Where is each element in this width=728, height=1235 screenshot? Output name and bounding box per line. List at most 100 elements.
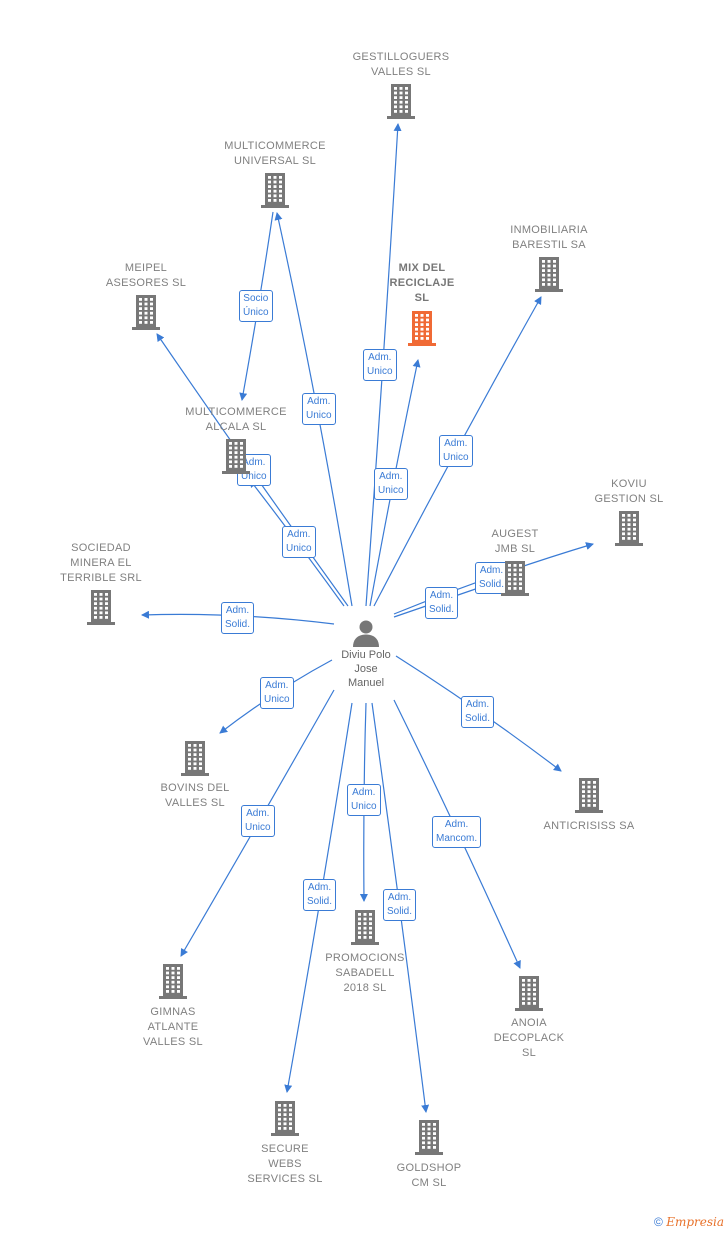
- person-icon: [353, 620, 379, 647]
- edge-label-inmobiliaria-barestil[interactable]: Adm. Unico: [439, 435, 473, 467]
- company-name: ANTICRISISS SA: [524, 819, 654, 834]
- edge-label-augest-jmb[interactable]: Adm. Solid.: [425, 587, 459, 619]
- company-node-multicommerce-universal[interactable]: MULTICOMMERCE UNIVERSAL SL: [200, 139, 350, 209]
- building-icon: [535, 257, 563, 292]
- company-name-line: RECICLAJE: [389, 277, 455, 289]
- edge-label-secure-webs[interactable]: Adm. Solid.: [303, 879, 337, 911]
- company-name-line: KOVIU: [611, 478, 647, 490]
- company-node-anoia-decoplack[interactable]: ANOIA DECOPLACK SL: [454, 974, 604, 1061]
- company-name-line: ATLANTE: [147, 1021, 199, 1033]
- company-name: BOVINS DEL VALLES SL: [130, 781, 260, 811]
- company-name-line: UNIVERSAL SL: [233, 155, 317, 167]
- person-name-line: Diviu Polo: [341, 649, 391, 661]
- company-name-line: DECOPLACK: [493, 1032, 565, 1044]
- building-icon: [132, 295, 160, 330]
- building-icon: [351, 910, 379, 945]
- building-icon: [87, 590, 115, 625]
- edge-label-gimnas-atlante[interactable]: Adm. Unico: [241, 805, 275, 837]
- company-name-line: JMB SL: [494, 543, 536, 555]
- company-node-goldshop[interactable]: GOLDSHOP CM SL: [354, 1118, 504, 1191]
- building-icon: [181, 741, 209, 776]
- company-name-line: ALCALA SL: [205, 421, 267, 433]
- edge-label-anticrisiss[interactable]: Adm. Solid.: [461, 696, 495, 728]
- building-icon: [222, 439, 250, 474]
- company-name: GOLDSHOP CM SL: [364, 1161, 494, 1191]
- company-name-line: TERRIBLE SRL: [60, 572, 142, 584]
- edge-label-promocions-sabadell[interactable]: Adm. Unico: [347, 784, 381, 816]
- company-name: MIX DEL RECICLAJE SL: [357, 261, 487, 306]
- building-icon: [575, 778, 603, 813]
- edge-label-mix-del-reciclaje[interactable]: Adm. Unico: [374, 468, 408, 500]
- edge-label-goldshop[interactable]: Adm. Solid.: [383, 889, 417, 921]
- company-name-line: BARESTIL SA: [512, 239, 586, 251]
- company-name-line: GOLDSHOP: [396, 1162, 462, 1174]
- company-name: AUGEST JMB SL: [450, 527, 580, 557]
- company-name-line: MINERA EL: [70, 557, 132, 569]
- company-node-augest-jmb[interactable]: AUGEST JMB SL: [440, 527, 590, 597]
- company-name: SECURE WEBS SERVICES SL: [220, 1142, 350, 1187]
- edge-label-bovins-del-valles[interactable]: Adm. Unico: [260, 677, 294, 709]
- edge-label-multicommerce-universal[interactable]: Adm. Unico: [302, 393, 336, 425]
- company-name-line: SERVICES SL: [247, 1173, 323, 1185]
- company-name: ANOIA DECOPLACK SL: [464, 1016, 594, 1061]
- company-name-line: SL: [521, 1047, 537, 1059]
- building-icon: [271, 1101, 299, 1136]
- person-name-line: Manuel: [347, 677, 385, 689]
- company-name-line: ANTICRISISS SA: [543, 820, 635, 832]
- company-name-line: SABADELL: [335, 967, 395, 979]
- company-name-line: PROMOCIONS: [325, 952, 405, 964]
- edge-label-anoia-decoplack[interactable]: Adm. Mancom.: [432, 816, 482, 848]
- company-name-line: CM SL: [411, 1177, 447, 1189]
- company-name-line: 2018 SL: [343, 982, 387, 994]
- building-icon: [387, 84, 415, 119]
- company-node-promocions-sabadell[interactable]: PROMOCIONS SABADELL 2018 SL: [290, 908, 440, 996]
- company-name-line: MULTICOMMERCE: [185, 406, 287, 418]
- company-node-secure-webs[interactable]: SECURE WEBS SERVICES SL: [210, 1099, 360, 1187]
- company-name-line: SOCIEDAD: [71, 542, 131, 554]
- company-name-line: MIX DEL: [398, 262, 446, 274]
- company-name-line: ASESORES SL: [105, 277, 187, 289]
- company-name: MULTICOMMERCE ALCALA SL: [171, 405, 301, 435]
- company-name: MEIPEL ASESORES SL: [81, 261, 211, 291]
- footer-credit: © Empresia: [654, 1215, 724, 1229]
- edge-label-multicommerce-alcala[interactable]: Adm. Unico: [282, 526, 316, 558]
- company-name-line: INMOBILIARIA: [510, 224, 588, 236]
- company-node-multicommerce-alcala[interactable]: MULTICOMMERCE ALCALA SL: [161, 405, 311, 475]
- company-node-inmobiliaria-barestil[interactable]: INMOBILIARIA BARESTIL SA: [474, 223, 624, 293]
- company-node-mix-del-reciclaje[interactable]: MIX DEL RECICLAJE SL: [347, 261, 497, 347]
- company-name-line: VALLES SL: [143, 1036, 203, 1048]
- edge-label-gestilloguers[interactable]: Adm. Unico: [363, 349, 397, 381]
- person-name-line: Jose: [354, 663, 378, 675]
- company-name: SOCIEDAD MINERA EL TERRIBLE SRL: [36, 541, 166, 586]
- company-name-line: SL: [414, 292, 430, 304]
- building-icon: [415, 1120, 443, 1155]
- building-icon: [261, 173, 289, 208]
- edge-label-sociedad-minera[interactable]: Adm. Solid.: [221, 602, 255, 634]
- company-node-meipel[interactable]: MEIPEL ASESORES SL: [71, 261, 221, 331]
- company-name-line: SECURE: [261, 1143, 309, 1155]
- company-name-line: MULTICOMMERCE: [224, 140, 326, 152]
- company-name-line: BOVINS DEL: [160, 782, 230, 794]
- company-node-bovins-del-valles[interactable]: BOVINS DEL VALLES SL: [120, 739, 270, 811]
- company-name-line: MEIPEL: [124, 262, 168, 274]
- company-name: MULTICOMMERCE UNIVERSAL SL: [210, 139, 340, 169]
- company-node-anticrisiss[interactable]: ANTICRISISS SA: [514, 776, 664, 834]
- company-name-line: WEBS: [268, 1158, 302, 1170]
- brand-logo: Empresia: [666, 1215, 724, 1229]
- company-name-line: VALLES SL: [371, 66, 431, 78]
- company-name-line: VALLES SL: [165, 797, 225, 809]
- company-node-sociedad-minera[interactable]: SOCIEDAD MINERA EL TERRIBLE SRL: [26, 541, 176, 626]
- building-icon: [515, 976, 543, 1011]
- edge-label-multicommerce-alcala[interactable]: Socio Único: [239, 290, 273, 322]
- company-name: PROMOCIONS SABADELL 2018 SL: [300, 951, 430, 996]
- building-icon: [501, 561, 529, 596]
- company-name-line: AUGEST: [491, 528, 539, 540]
- company-name-line: ANOIA: [511, 1017, 547, 1029]
- building-icon: [159, 964, 187, 999]
